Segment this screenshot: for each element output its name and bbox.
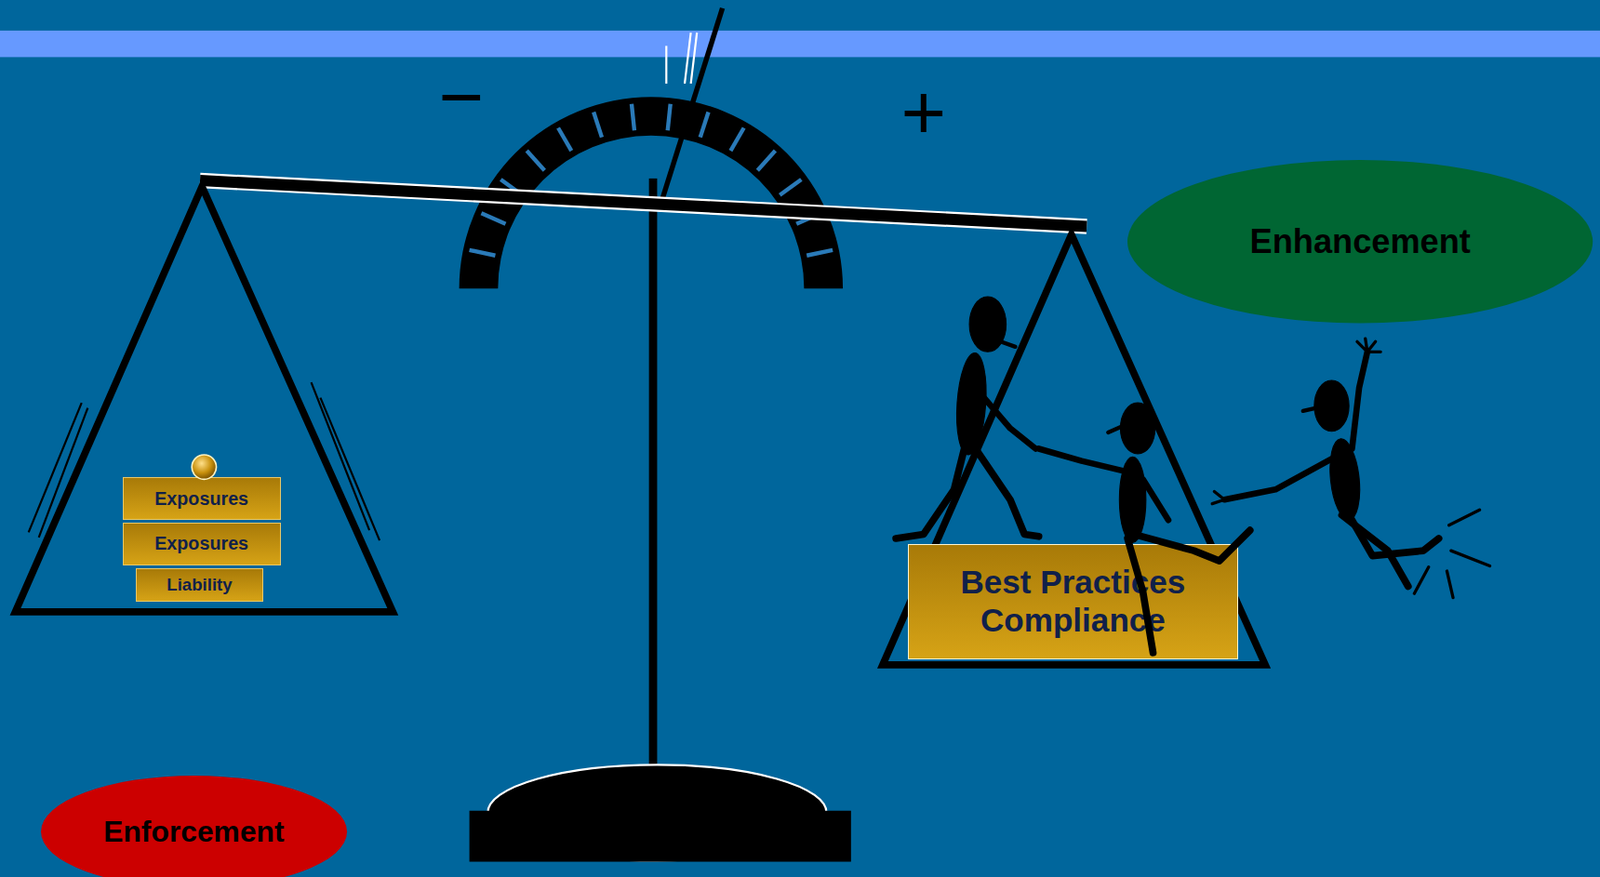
gauge-tick — [593, 112, 602, 138]
stick-figure — [895, 296, 1040, 539]
figure-arm — [979, 392, 1036, 449]
gauge-tick — [558, 127, 572, 151]
figure-leg — [1137, 530, 1251, 561]
motion-line — [39, 408, 89, 538]
motion-line — [311, 382, 371, 531]
figure-arm — [1351, 351, 1367, 449]
figure-head — [969, 296, 1006, 352]
figure-head — [1314, 380, 1349, 432]
scale-pole — [649, 178, 658, 791]
gauge-tick — [779, 179, 801, 196]
gauge-tick — [480, 213, 506, 225]
enforcement-ellipse: Enforcement — [40, 775, 347, 877]
ellipse-fill — [1127, 160, 1593, 324]
figure-arm — [1039, 448, 1125, 471]
stick-figure — [1039, 402, 1251, 654]
motion-line — [28, 402, 82, 533]
ellipse-fill — [40, 775, 347, 877]
figure-cap — [1107, 426, 1122, 433]
enhancement-ellipse: Enhancement — [1127, 160, 1593, 324]
node-text: Best Practices Compliance — [908, 563, 1237, 640]
gauge-tick — [526, 150, 545, 171]
figure-body — [1119, 456, 1147, 543]
motion-line — [320, 398, 380, 542]
figure-arm — [1143, 479, 1169, 520]
motion-line — [665, 45, 667, 84]
gauge-needle — [659, 8, 723, 210]
figure-hand — [1212, 492, 1225, 505]
beam-outline — [200, 180, 1087, 227]
figure-leg — [1127, 538, 1153, 654]
node-text: Enhancement — [1244, 222, 1477, 262]
figure-head — [1120, 402, 1155, 454]
motion-line — [1413, 509, 1490, 598]
figure-hand — [1357, 338, 1381, 352]
motion-line — [691, 32, 698, 84]
left-pan — [14, 186, 393, 613]
node-text: Exposures — [148, 488, 254, 510]
gauge-tick — [631, 104, 635, 131]
exposure-box: Exposures — [122, 522, 281, 566]
figure-cap — [998, 340, 1016, 347]
plus-sign: + — [900, 73, 947, 151]
top-band — [0, 30, 1600, 58]
scale-base — [469, 811, 852, 863]
gauge-tick — [757, 150, 775, 171]
node-text: Exposures — [148, 533, 254, 555]
liability-box: Liability — [135, 568, 264, 602]
figure-cap — [1303, 408, 1317, 412]
node-text: Enforcement — [97, 814, 290, 850]
motion-line — [684, 32, 692, 84]
minus-sign: − — [438, 59, 484, 137]
figure-leg — [1348, 515, 1440, 557]
exposure-box: Exposures — [122, 477, 281, 520]
best-practices-box: Best Practices Compliance — [907, 544, 1238, 660]
gauge-tick — [667, 104, 671, 131]
figure-leg — [895, 448, 964, 538]
stick-figure — [1212, 338, 1490, 599]
node-text: Liability — [160, 574, 238, 595]
gauge-tick — [469, 250, 496, 256]
scale-beam — [200, 180, 1087, 227]
gauge-tick — [730, 127, 744, 151]
figure-body — [953, 351, 989, 456]
figure-leg — [1341, 515, 1408, 587]
gauge-tick — [806, 250, 833, 256]
figure-body — [1326, 437, 1364, 521]
figure-arm — [1224, 458, 1332, 500]
gauge-tick — [700, 112, 709, 138]
gold-ball — [191, 454, 216, 480]
figure-leg — [975, 448, 1040, 536]
